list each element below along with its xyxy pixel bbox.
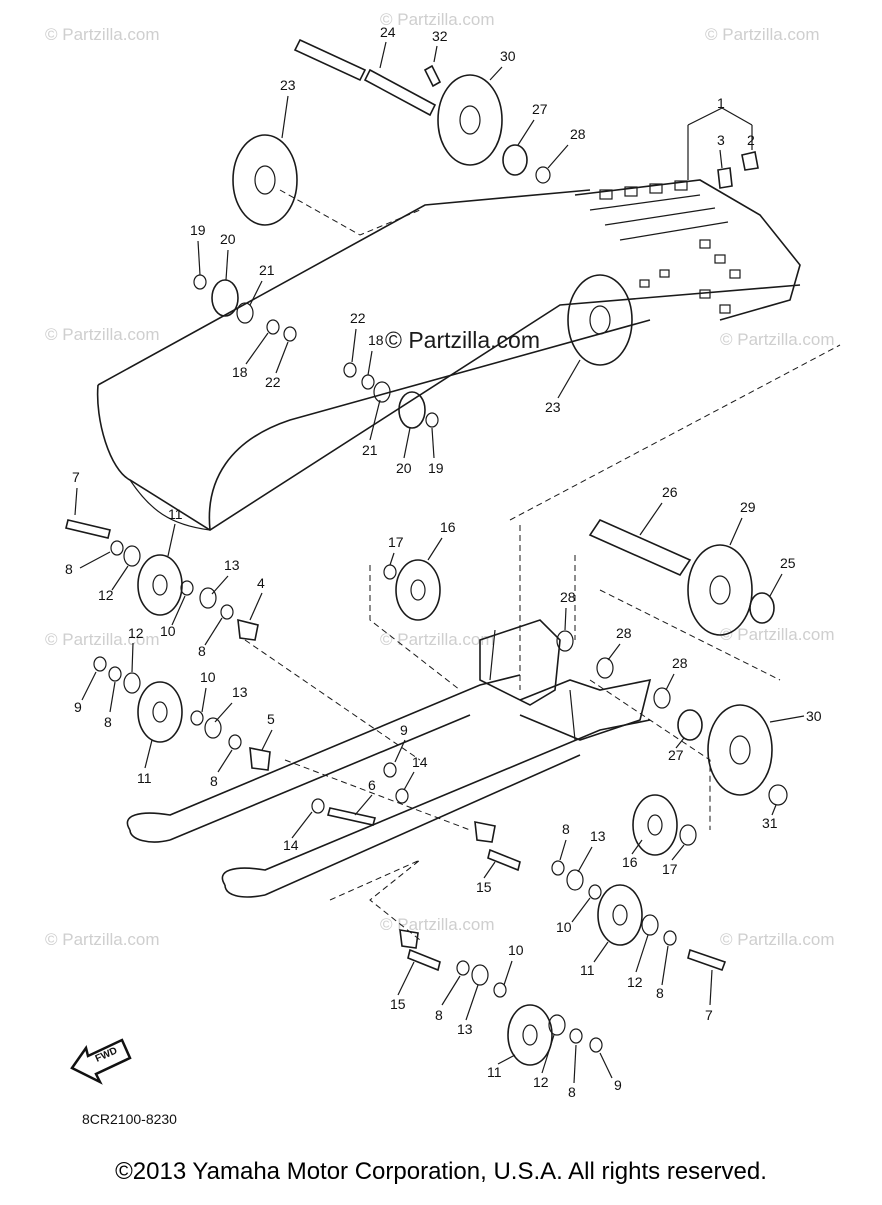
label-30: 30 [500,48,516,64]
diagram-code: 8CR2100-8230 [82,1111,177,1127]
label-21: 21 [259,262,275,278]
label-25: 25 [780,555,796,571]
label-7: 7 [705,1007,713,1023]
label-14: 14 [283,837,299,853]
watermark: © Partzilla.com [45,930,160,949]
label-21: 21 [362,442,378,458]
label-8: 8 [656,985,664,1001]
label-12: 12 [533,1074,549,1090]
label-6: 6 [368,777,376,793]
label-28: 28 [570,126,586,142]
label-9: 9 [74,699,82,715]
label-13: 13 [232,684,248,700]
label-3: 3 [717,132,725,148]
watermark: © Partzilla.com [720,930,835,949]
callouts: 1 2 3 4 5 6 7 7 8 8 8 8 8 8 8 8 9 9 9 1 [65,24,822,1100]
label-11: 11 [168,506,183,522]
label-29: 29 [740,499,756,515]
label-30: 30 [806,708,822,724]
label-26: 26 [662,484,678,500]
label-12: 12 [128,625,144,641]
label-31: 31 [762,815,778,831]
label-11: 11 [137,770,152,786]
label-8: 8 [198,643,206,659]
label-23: 23 [545,399,561,415]
label-28: 28 [616,625,632,641]
label-13: 13 [224,557,240,573]
watermark: © Partzilla.com [705,25,820,44]
watermark: © Partzilla.com [380,915,495,934]
watermark: © Partzilla.com [45,630,160,649]
label-15: 15 [390,996,406,1012]
wheels [137,74,773,1066]
label-16: 16 [440,519,456,535]
label-10: 10 [508,942,524,958]
label-27: 27 [532,101,548,117]
label-12: 12 [98,587,114,603]
small-parts [93,144,788,1053]
label-24: 24 [380,24,396,40]
label-28: 28 [672,655,688,671]
label-1: 1 [717,95,725,111]
center-watermark: © Partzilla.com [385,327,540,353]
shafts [65,38,727,972]
label-11: 11 [580,962,595,978]
label-8: 8 [210,773,218,789]
label-22: 22 [265,374,281,390]
label-18: 18 [368,332,384,348]
watermark: © Partzilla.com [720,625,835,644]
label-28: 28 [560,589,576,605]
watermark: © Partzilla.com [380,10,495,29]
label-23: 23 [280,77,296,93]
label-8: 8 [562,821,570,837]
label-12: 12 [627,974,643,990]
watermark: © Partzilla.com [720,330,835,349]
fwd-arrow-icon: FWD [70,1038,132,1085]
label-19: 19 [190,222,206,238]
label-7: 7 [72,469,80,485]
label-32: 32 [432,28,448,44]
label-9: 9 [400,722,408,738]
label-8: 8 [104,714,112,730]
leader-lines [244,189,841,941]
label-20: 20 [220,231,236,247]
watermark: © Partzilla.com [45,25,160,44]
label-17: 17 [662,861,678,877]
label-17: 17 [388,534,404,550]
label-2: 2 [747,132,755,148]
watermark: © Partzilla.com [380,630,495,649]
label-13: 13 [590,828,606,844]
label-8: 8 [435,1007,443,1023]
copyright-notice: ©2013 Yamaha Motor Corporation, U.S.A. A… [115,1158,767,1185]
label-27: 27 [668,747,684,763]
label-16: 16 [622,854,638,870]
label-10: 10 [556,919,572,935]
slide-rails [126,619,652,898]
label-10: 10 [200,669,216,685]
label-9: 9 [614,1077,622,1093]
label-10: 10 [160,623,176,639]
label-4: 4 [257,575,265,591]
watermark: © Partzilla.com [45,325,160,344]
label-8: 8 [65,561,73,577]
label-18: 18 [232,364,248,380]
label-11: 11 [487,1064,502,1080]
label-14: 14 [412,754,428,770]
label-22: 22 [350,310,366,326]
label-13: 13 [457,1021,473,1037]
label-5: 5 [267,711,275,727]
track-belt [96,179,801,531]
label-15: 15 [476,879,492,895]
label-19: 19 [428,460,444,476]
label-8: 8 [568,1084,576,1100]
watermark-layer: © Partzilla.com © Partzilla.com © Partzi… [45,10,835,949]
label-20: 20 [396,460,412,476]
